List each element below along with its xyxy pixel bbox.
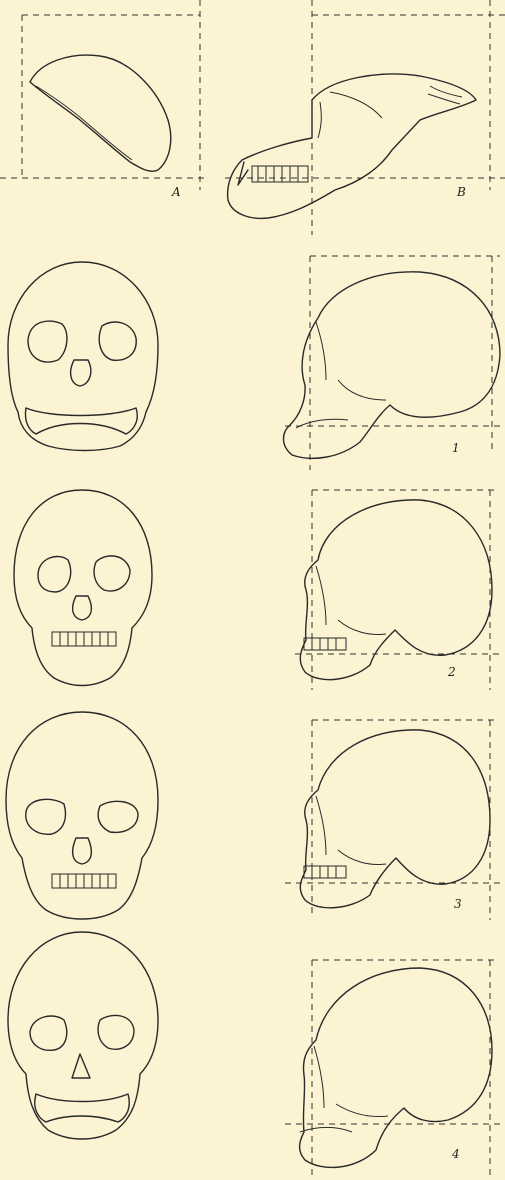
row-4: 4 (8, 932, 500, 1175)
panel-a: A (0, 0, 205, 199)
side-skull-outline (300, 500, 492, 680)
skull-cap-fragment (30, 55, 171, 171)
label-b: B (456, 185, 466, 199)
jaw (35, 1094, 130, 1122)
ape-skull-outline (228, 74, 476, 218)
ape-canine (238, 162, 248, 185)
eye-socket-left (38, 556, 71, 592)
eye-socket-right (94, 556, 130, 591)
row-2: 2 (14, 490, 500, 690)
eye-socket-right (98, 1015, 134, 1049)
row-3: 3 (6, 712, 500, 920)
jaw (25, 408, 137, 434)
row-1-side-skull: 1 (284, 256, 501, 470)
side-skull-outline (300, 968, 492, 1167)
panel-b-guides (225, 0, 505, 235)
eye-socket-left (30, 1016, 67, 1050)
nasal-opening (73, 838, 92, 864)
panel-a-guides (0, 0, 205, 190)
nasal-opening (71, 360, 91, 386)
row-4-side-skull: 4 (285, 960, 500, 1175)
nasal-opening (72, 1054, 90, 1078)
row-4-front-skull (8, 932, 158, 1139)
ape-teeth (252, 166, 308, 182)
eye-socket-left (26, 799, 66, 834)
row-1-front-skull (8, 262, 158, 451)
eye-socket-right (99, 322, 136, 360)
side-skull-outline (284, 272, 501, 458)
eye-socket-right (98, 801, 138, 832)
label-3: 3 (454, 897, 462, 911)
eye-socket-left (28, 321, 67, 362)
front-skull-outline (14, 490, 152, 686)
row-3-front-skull (6, 712, 158, 919)
nasal-opening (73, 596, 92, 620)
row-3-side-skull: 3 (285, 720, 500, 920)
label-2: 2 (447, 665, 456, 679)
row-2-side-skull: 2 (295, 490, 500, 690)
row-2-front-skull (14, 490, 152, 686)
label-a: A (171, 185, 181, 199)
row-1: 1 (8, 256, 500, 470)
label-4: 4 (451, 1147, 460, 1161)
label-1: 1 (452, 441, 460, 455)
panel-b: B (225, 0, 505, 235)
side-skull-outline (300, 730, 490, 908)
